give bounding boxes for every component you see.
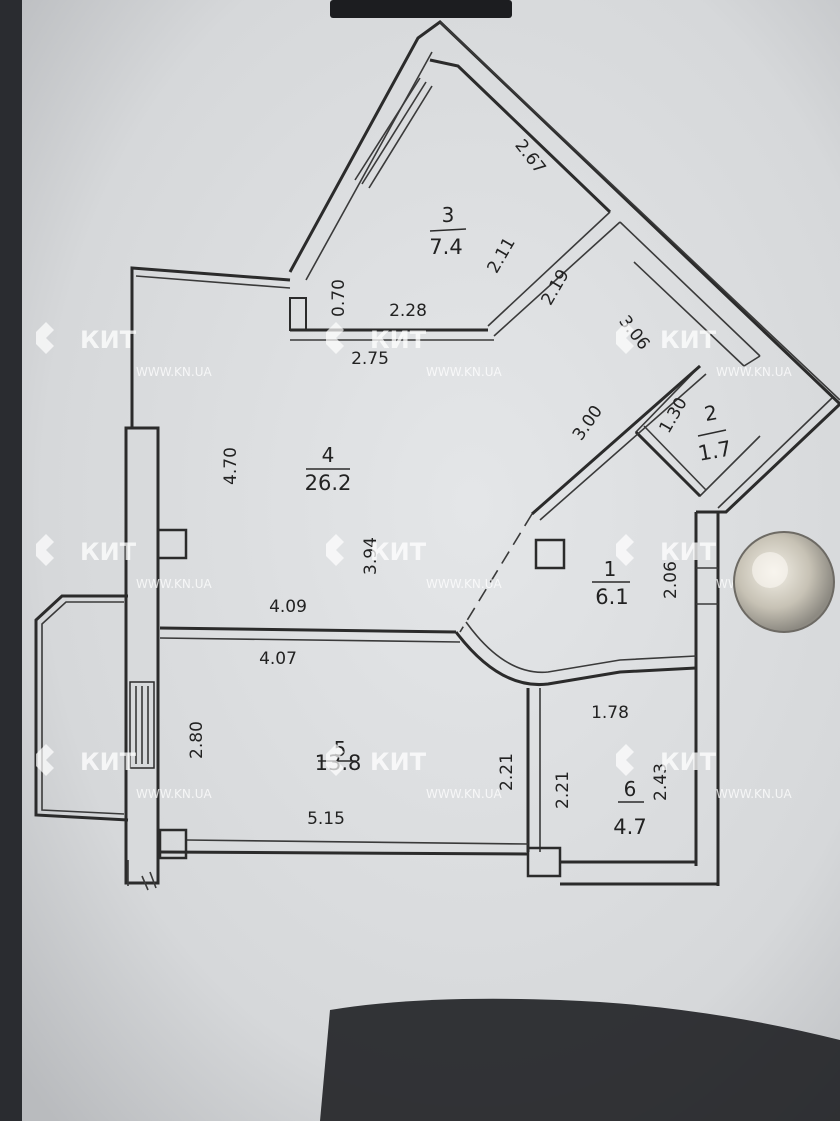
dim-2-75: 2.75 [351, 349, 389, 369]
room-6-number: 6 [624, 777, 637, 801]
watermark-url: WWW.KN.UA [136, 365, 212, 379]
kit-logo-icon [616, 744, 634, 776]
room-2-number: 2 [702, 400, 719, 426]
left-loggia [34, 594, 129, 822]
kit-logo-icon [36, 322, 54, 354]
watermark-logo: КИТ WWW.KN.UA [616, 322, 792, 379]
room-4-area: 26.2 [305, 471, 352, 495]
watermark-brand: КИТ [660, 326, 717, 354]
left-outer-wall [124, 426, 160, 885]
dim-2-80: 2.80 [187, 721, 207, 759]
kit-logo-icon [326, 534, 344, 566]
dim-1-78: 1.78 [591, 703, 629, 723]
dim-2-21-a: 2.21 [497, 753, 517, 791]
kit-logo-icon [616, 322, 634, 354]
kit-logo-icon [36, 744, 54, 776]
watermark-brand: КИТ [370, 748, 427, 776]
dim-2-43: 2.43 [651, 763, 671, 801]
watermark-url: WWW.KN.UA [136, 787, 212, 801]
watermark-url: WWW.KN.UA [426, 577, 502, 591]
dim-3-94: 3.94 [361, 537, 381, 575]
watermark-logo: КИТ WWW.KN.UA [36, 322, 212, 379]
watermark-logo: КИТ WWW.KN.UA [326, 534, 502, 591]
coin-glare [733, 531, 835, 633]
dim-5-15: 5.15 [307, 809, 345, 829]
room-3-number: 3 [442, 203, 455, 227]
watermark-url: WWW.KN.UA [426, 365, 502, 379]
watermark-brand: КИТ [370, 538, 427, 566]
room-1-area: 6.1 [595, 585, 628, 609]
watermark-logo: КИТ WWW.KN.UA [616, 744, 792, 801]
left-wall-window [129, 681, 155, 769]
watermark-url: WWW.KN.UA [716, 787, 792, 801]
watermark-brand: КИТ [80, 326, 137, 354]
walls [34, 20, 840, 891]
kit-logo-icon [616, 534, 634, 566]
watermark-brand: КИТ [370, 326, 427, 354]
dim-2-28: 2.28 [389, 301, 427, 321]
watermark-brand: КИТ [80, 748, 137, 776]
kit-logo-icon [36, 534, 54, 566]
kit-logo-icon [326, 744, 344, 776]
room-3-area: 7.4 [429, 235, 462, 259]
room-4-number: 4 [322, 443, 335, 467]
top-bezel-mark [330, 0, 512, 18]
dim-0-70: 0.70 [329, 279, 349, 317]
dim-2-21-b: 2.21 [553, 771, 573, 809]
room-1-number: 1 [604, 557, 617, 581]
watermark-url: WWW.KN.UA [716, 365, 792, 379]
watermark-logo: КИТ WWW.KN.UA [326, 744, 502, 801]
dim-2-06: 2.06 [661, 561, 681, 599]
dim-4-09: 4.09 [269, 597, 307, 617]
dim-4-07: 4.07 [259, 649, 297, 669]
room4-column [156, 528, 188, 560]
watermark-url: WWW.KN.UA [426, 787, 502, 801]
watermark-url: WWW.KN.UA [136, 577, 212, 591]
room-2-area: 1.7 [696, 436, 733, 465]
watermark-brand: КИТ [660, 538, 717, 566]
watermark-brand: КИТ [660, 748, 717, 776]
bottom-shadow [320, 998, 840, 1121]
watermark-brand: КИТ [80, 538, 137, 566]
dim-4-70: 4.70 [221, 447, 241, 485]
room1-shaft [534, 538, 566, 570]
kit-logo-icon [326, 322, 344, 354]
room-6-area: 4.7 [613, 815, 646, 839]
watermark-logo: КИТ WWW.KN.UA [36, 534, 212, 591]
watermark-logo: КИТ WWW.KN.UA [36, 744, 212, 801]
watermark-logo: КИТ WWW.KN.UA [326, 322, 502, 379]
